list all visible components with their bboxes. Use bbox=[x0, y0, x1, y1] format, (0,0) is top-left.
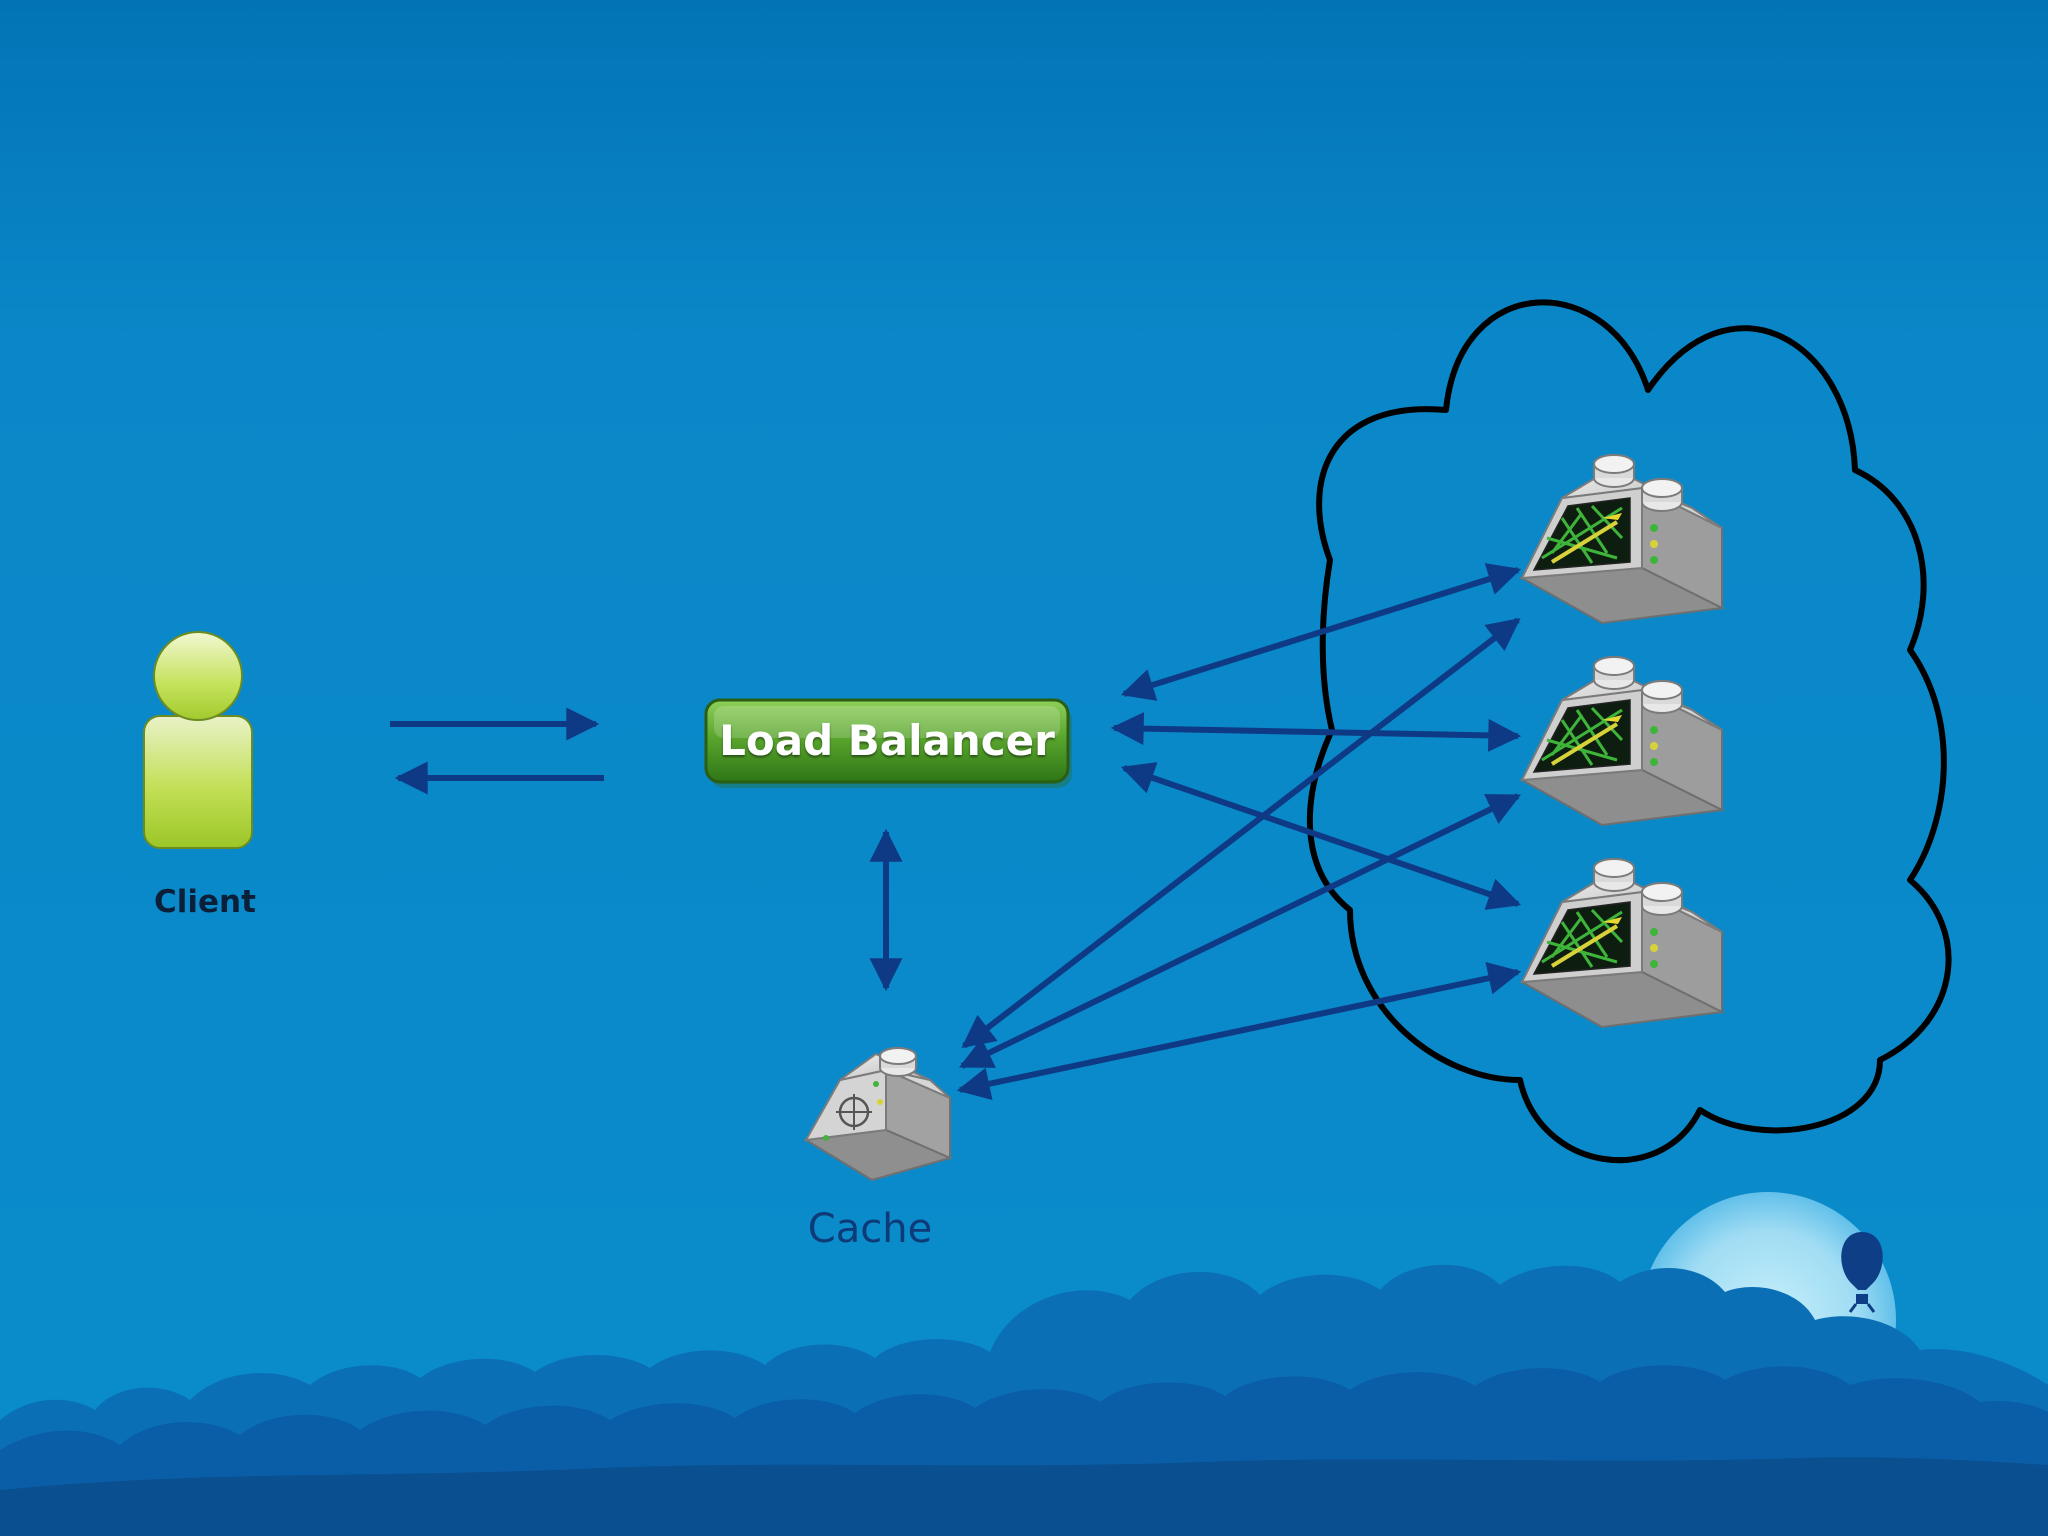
cloud-bank bbox=[0, 1264, 2048, 1536]
load-balancer-label: Load Balancer bbox=[719, 716, 1055, 765]
client-lb-arrows bbox=[390, 707, 604, 795]
client-label: Client bbox=[154, 884, 256, 920]
cache-server-arrows bbox=[956, 617, 1522, 1100]
hot-air-balloon-icon bbox=[1841, 1232, 1883, 1313]
client-person-icon bbox=[143, 631, 253, 849]
arrow-cache-server-3 bbox=[956, 962, 1522, 1100]
server-cloud-outline bbox=[1306, 299, 1952, 1164]
cache-brick-icon bbox=[803, 1047, 953, 1182]
cache-label: Cache bbox=[807, 1206, 933, 1252]
